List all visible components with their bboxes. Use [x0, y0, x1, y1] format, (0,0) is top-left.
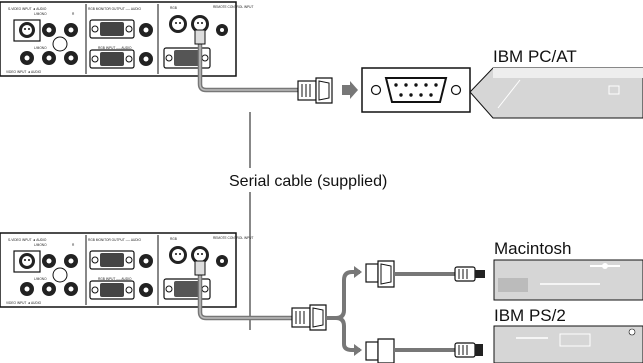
panel-label-rgb-monitor: RGB MONITOR OUTPUT ── AUDIO [88, 7, 141, 11]
label-macintosh: Macintosh [494, 239, 571, 258]
label-ibm-ps2: IBM PS/2 [494, 306, 566, 325]
panel-label-rgb-input: RGB INPUT ── AUDIO [98, 46, 132, 50]
panel-label-rgb-input-b: RGB INPUT ── AUDIO [98, 277, 132, 281]
label-serial-cable: Serial cable (supplied) [229, 173, 387, 190]
cable-plug-bottom [194, 260, 292, 321]
cable-label-bg [225, 168, 375, 192]
panel-label-remote-b: REMOTE CONTROL INPUT [213, 236, 253, 240]
projector-panel-top: S-VIDEO INPUT ◄ AUDIO L/MONO R L/MONO VI… [0, 1, 253, 77]
panel-label-rgb-monitor-b: RGB MONITOR OUTPUT ── AUDIO [88, 238, 141, 242]
ps2-adapter [365, 338, 483, 363]
panel-label-r-b: R [72, 243, 75, 247]
ibm-pc-at-port [361, 67, 471, 113]
ibm-pc-at-computer: IBM PC/AT [469, 47, 643, 119]
panel-label-rgb: RGB [170, 6, 177, 10]
db9-connector-top [297, 77, 358, 104]
panel-label-lmono-b: L/MONO [34, 243, 47, 247]
arrow-icon [342, 81, 358, 99]
panel-label-rgb-b: RGB [170, 237, 177, 241]
panel-label-lmono-b2: L/MONO [34, 277, 47, 281]
panel-label-svideo-b: S-VIDEO INPUT ◄ AUDIO [8, 238, 47, 242]
panel-label-video: VIDEO INPUT ◄ AUDIO [6, 70, 42, 74]
panel-label-lmono-2: L/MONO [34, 46, 47, 50]
panel-label-video-b: VIDEO INPUT ◄ AUDIO [6, 301, 42, 305]
projector-panel-bottom: S-VIDEO INPUT ◄ AUDIO L/MONO R L/MONO VI… [0, 232, 253, 308]
cable-plug-top [194, 29, 298, 93]
panel-label-svideo: S-VIDEO INPUT ◄ AUDIO [8, 7, 47, 11]
panel-label-lmono: L/MONO [34, 12, 47, 16]
ibm-ps2-computer: IBM PS/2 [493, 306, 643, 363]
mac-adapter [365, 260, 485, 288]
panel-label-remote: REMOTE CONTROL INPUT [213, 5, 253, 9]
panel-label-r: R [72, 12, 75, 16]
db9-connector-bottom [291, 266, 362, 356]
label-ibm-pc-at: IBM PC/AT [493, 47, 577, 66]
macintosh-computer: Macintosh [493, 239, 643, 301]
